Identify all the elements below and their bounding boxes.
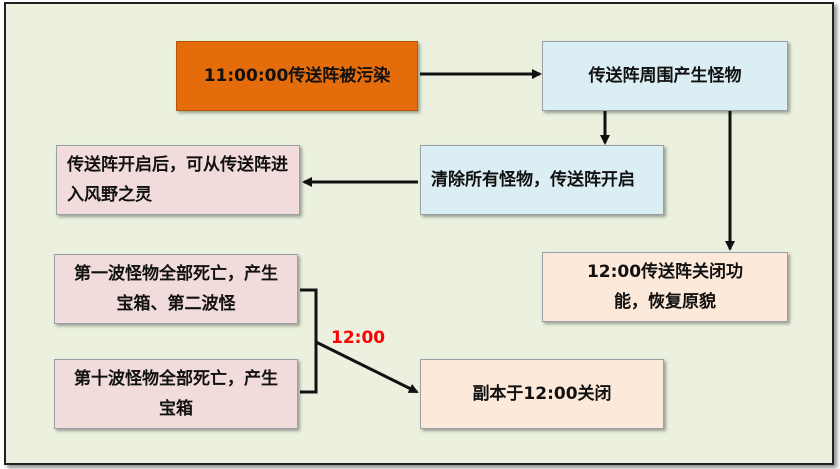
node-dungeon-close: 副本于12:00关闭: [420, 359, 664, 429]
node-close-function-label: 12:00传送阵关闭功能，恢复原貌: [586, 262, 744, 312]
node-wave10: 第十波怪物全部死亡，产生宝箱: [54, 359, 298, 429]
node-monsters: 传送阵周围产生怪物: [542, 41, 788, 111]
node-polluted: 11:00:00传送阵被污染: [176, 41, 418, 111]
node-dungeon-close-label: 副本于12:00关闭: [472, 384, 612, 404]
arrow-waves-to-dungeon-close: [315, 340, 419, 394]
node-monsters-label: 传送阵周围产生怪物: [588, 66, 742, 86]
node-after-open: 传送阵开启后，可从传送阵进入风野之灵: [56, 145, 300, 215]
node-wave10-label: 第十波怪物全部死亡，产生宝箱: [74, 369, 278, 419]
node-polluted-label: 11:00:00传送阵被污染: [203, 66, 391, 86]
node-after-open-label: 传送阵开启后，可从传送阵进入风野之灵: [67, 155, 288, 205]
wave-bracket: [300, 288, 318, 394]
node-clear-open: 清除所有怪物，传送阵开启: [420, 145, 664, 215]
node-wave1: 第一波怪物全部死亡，产生宝箱、第二波怪: [54, 254, 298, 324]
time-label: 12:00: [331, 328, 386, 348]
node-wave1-label: 第一波怪物全部死亡，产生宝箱、第二波怪: [74, 264, 278, 314]
node-close-function: 12:00传送阵关闭功能，恢复原貌: [542, 252, 788, 322]
node-clear-open-label: 清除所有怪物，传送阵开启: [431, 170, 635, 190]
